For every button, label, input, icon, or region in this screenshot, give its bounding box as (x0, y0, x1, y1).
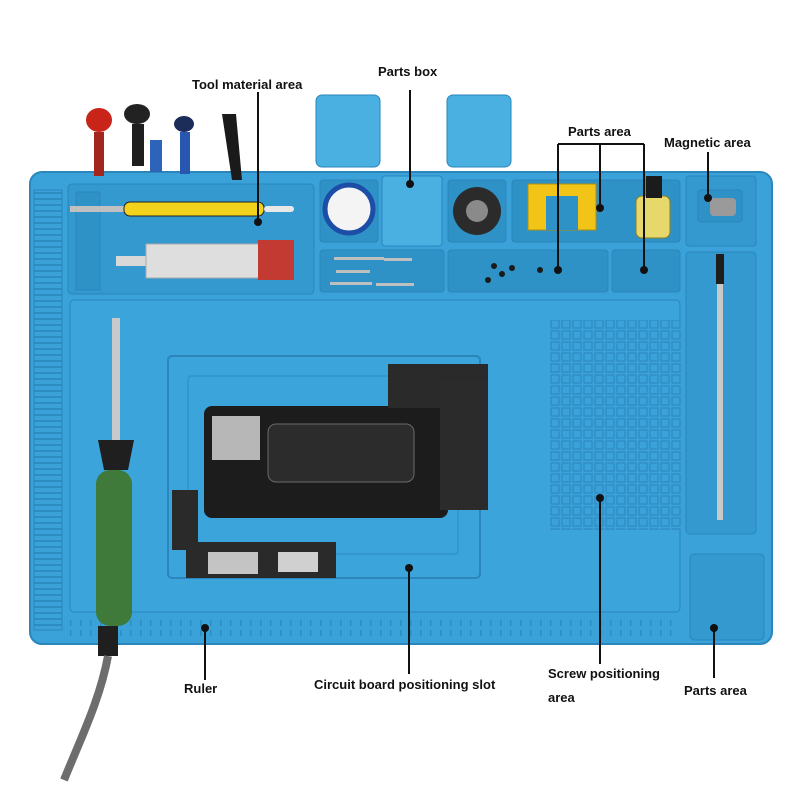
bottom-ruler (70, 618, 680, 638)
soldering-iron-icon (60, 318, 134, 782)
screwdriver-icon (70, 201, 294, 217)
label-parts-box: Parts box (378, 64, 438, 79)
tape-roll-icon (453, 187, 501, 235)
callout-dots (201, 180, 718, 632)
label-ruler: Ruler (184, 681, 218, 696)
ruler-strip (33, 189, 63, 631)
magnetic-screw (710, 198, 736, 216)
screw-grid (550, 320, 682, 530)
screw-bits (330, 257, 414, 286)
small-screws (485, 263, 543, 283)
label-parts-area-top: Parts area (568, 124, 631, 139)
label-parts-area-bottom: Parts area (684, 683, 747, 698)
parts-box-lid-right (446, 94, 512, 168)
label-screw-line2: area (548, 690, 575, 705)
magnet-icon (527, 183, 597, 231)
label-screw-line1: Screw positioning (548, 666, 660, 681)
right-bottom-tray (689, 553, 765, 641)
label-magnetic-area: Magnetic area (664, 135, 751, 150)
solder-paste-icon (322, 182, 376, 236)
label-screw-positioning-area: Screw positioning area (548, 662, 678, 710)
hand-tools (86, 104, 242, 180)
parts-box-lid-left (315, 94, 381, 168)
compartment-2 (381, 175, 443, 247)
callout-lines (204, 90, 715, 680)
screw-tray-mid (447, 249, 609, 293)
screw-tray-long (319, 249, 445, 293)
phone-board-icon (172, 364, 488, 578)
label-circuit-board-slot: Circuit board positioning slot (314, 677, 496, 692)
glue-tube-icon (116, 240, 294, 280)
label-tool-material-area: Tool material area (192, 77, 303, 92)
spudger-icon (716, 254, 724, 520)
